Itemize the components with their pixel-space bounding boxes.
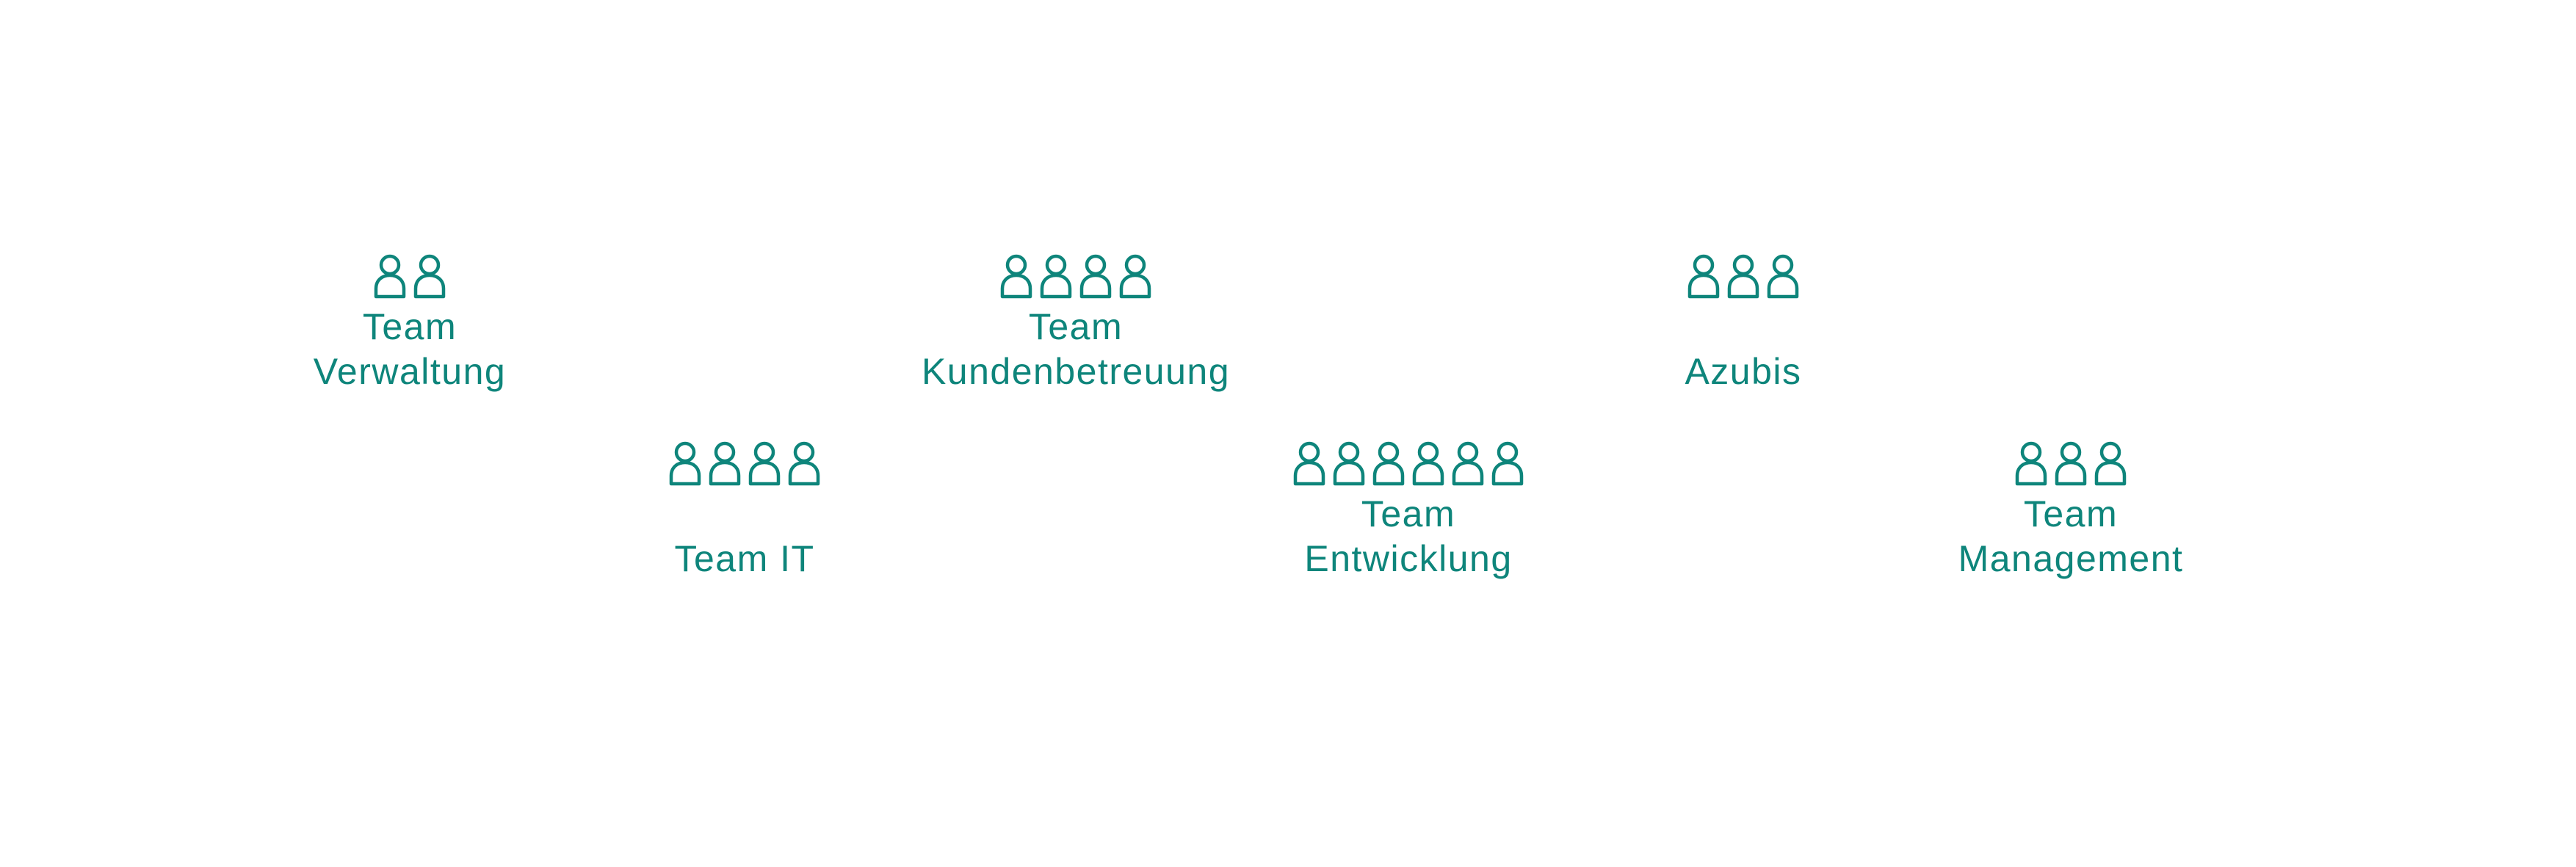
team-kundenbetreuung: Team Kundenbetreuung	[855, 253, 1296, 394]
person-icon	[1727, 254, 1759, 299]
team-label-line1: Team	[1028, 306, 1124, 347]
team-label: Azubis	[1685, 305, 1801, 394]
person-icon	[669, 441, 701, 486]
person-icon	[1767, 254, 1799, 299]
person-icon	[1000, 254, 1032, 299]
team-label-line2: Azubis	[1685, 351, 1802, 392]
member-icons	[999, 253, 1152, 299]
person-icon	[1491, 441, 1524, 486]
person-icon	[748, 441, 781, 486]
team-label-line2: Team IT	[674, 538, 815, 579]
person-icon	[1687, 254, 1720, 299]
team-label: Team Management	[1958, 492, 2184, 581]
person-icon	[1040, 254, 1072, 299]
person-icon	[374, 254, 406, 299]
team-label-line2: Kundenbetreuung	[921, 351, 1231, 392]
team-label-line2: Verwaltung	[313, 351, 507, 392]
member-icons	[1292, 440, 1524, 486]
team-label-line1: Team	[2023, 493, 2119, 534]
member-icons	[373, 253, 446, 299]
person-icon	[1119, 254, 1151, 299]
member-icons	[668, 440, 821, 486]
team-management: Team Management	[1850, 440, 2291, 581]
team-verwaltung: Team Verwaltung	[189, 253, 630, 394]
person-icon	[1372, 441, 1405, 486]
team-label: Team IT	[674, 492, 814, 581]
person-icon	[1452, 441, 1484, 486]
member-icons	[1687, 253, 1800, 299]
person-icon	[1079, 254, 1112, 299]
team-azubis: Azubis	[1523, 253, 1964, 394]
team-label: Team Kundenbetreuung	[922, 305, 1230, 394]
team-label-line2: Management	[1958, 538, 2184, 579]
team-label-line1: Team	[1361, 493, 1456, 534]
person-icon	[1293, 441, 1325, 486]
team-label-line1: Team	[362, 306, 457, 347]
person-icon	[2055, 441, 2087, 486]
team-entwicklung: Team Entwicklung	[1188, 440, 1629, 581]
team-label-line2: Entwicklung	[1304, 538, 1513, 579]
person-icon	[788, 441, 820, 486]
member-icons	[2014, 440, 2127, 486]
person-icon	[709, 441, 741, 486]
team-label: Team Entwicklung	[1304, 492, 1512, 581]
person-icon	[1412, 441, 1444, 486]
person-icon	[2094, 441, 2127, 486]
team-label: Team Verwaltung	[314, 305, 506, 394]
person-icon	[413, 254, 446, 299]
person-icon	[1333, 441, 1365, 486]
team-it: Team IT	[524, 440, 965, 581]
person-icon	[2015, 441, 2047, 486]
